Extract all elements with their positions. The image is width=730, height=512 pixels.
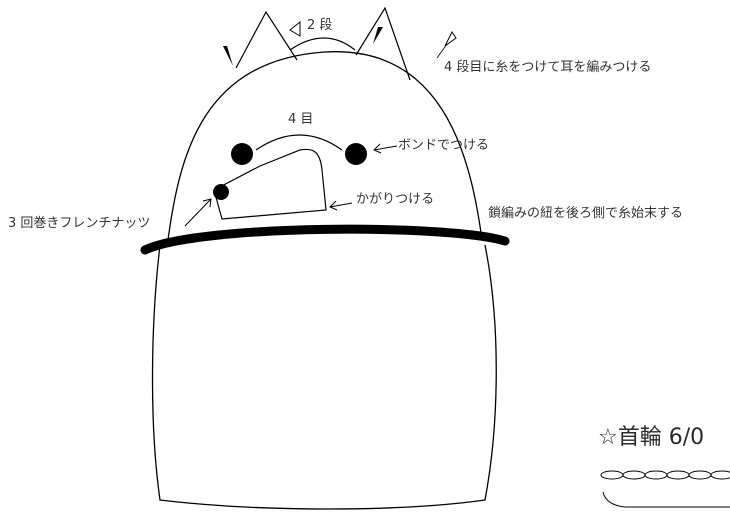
chain-stitch-symbols xyxy=(600,470,730,508)
ears-label: 4 段目に糸をつけて耳を編みつける xyxy=(444,60,652,75)
rows-arrow-icon xyxy=(289,20,301,37)
collar-note-label: 鎖編みの紐を後ろ側で糸始末する xyxy=(488,206,684,221)
rows-arc xyxy=(289,37,356,51)
snout xyxy=(213,148,327,220)
body-outline xyxy=(151,244,497,510)
eye-spacing-arc xyxy=(255,134,343,151)
rows-label: 2 段 xyxy=(307,18,333,33)
knot-arrow-icon xyxy=(184,198,212,227)
whip-stitch-label: かがりつける xyxy=(356,192,435,207)
ears-arrow-icon xyxy=(444,31,457,47)
right-ear xyxy=(355,6,411,81)
ears-leader-line xyxy=(436,43,448,59)
collar-title: ☆首輪 6/0 xyxy=(598,425,705,450)
left-ear-marker xyxy=(223,46,233,66)
french-knot-label: 3 回巻きフレンチナッツ xyxy=(8,216,151,231)
nose xyxy=(213,184,229,200)
right-ear-marker xyxy=(373,27,383,44)
head-outline xyxy=(167,51,483,241)
right-eye xyxy=(345,143,367,165)
whip-arrow-icon xyxy=(329,200,353,211)
bond-label: ボンドでつける xyxy=(398,138,490,153)
left-ear xyxy=(235,10,298,69)
collar xyxy=(140,224,510,255)
left-eye xyxy=(231,143,253,165)
bond-arrow-icon xyxy=(373,143,398,154)
stitches-label: 4 目 xyxy=(288,112,314,127)
